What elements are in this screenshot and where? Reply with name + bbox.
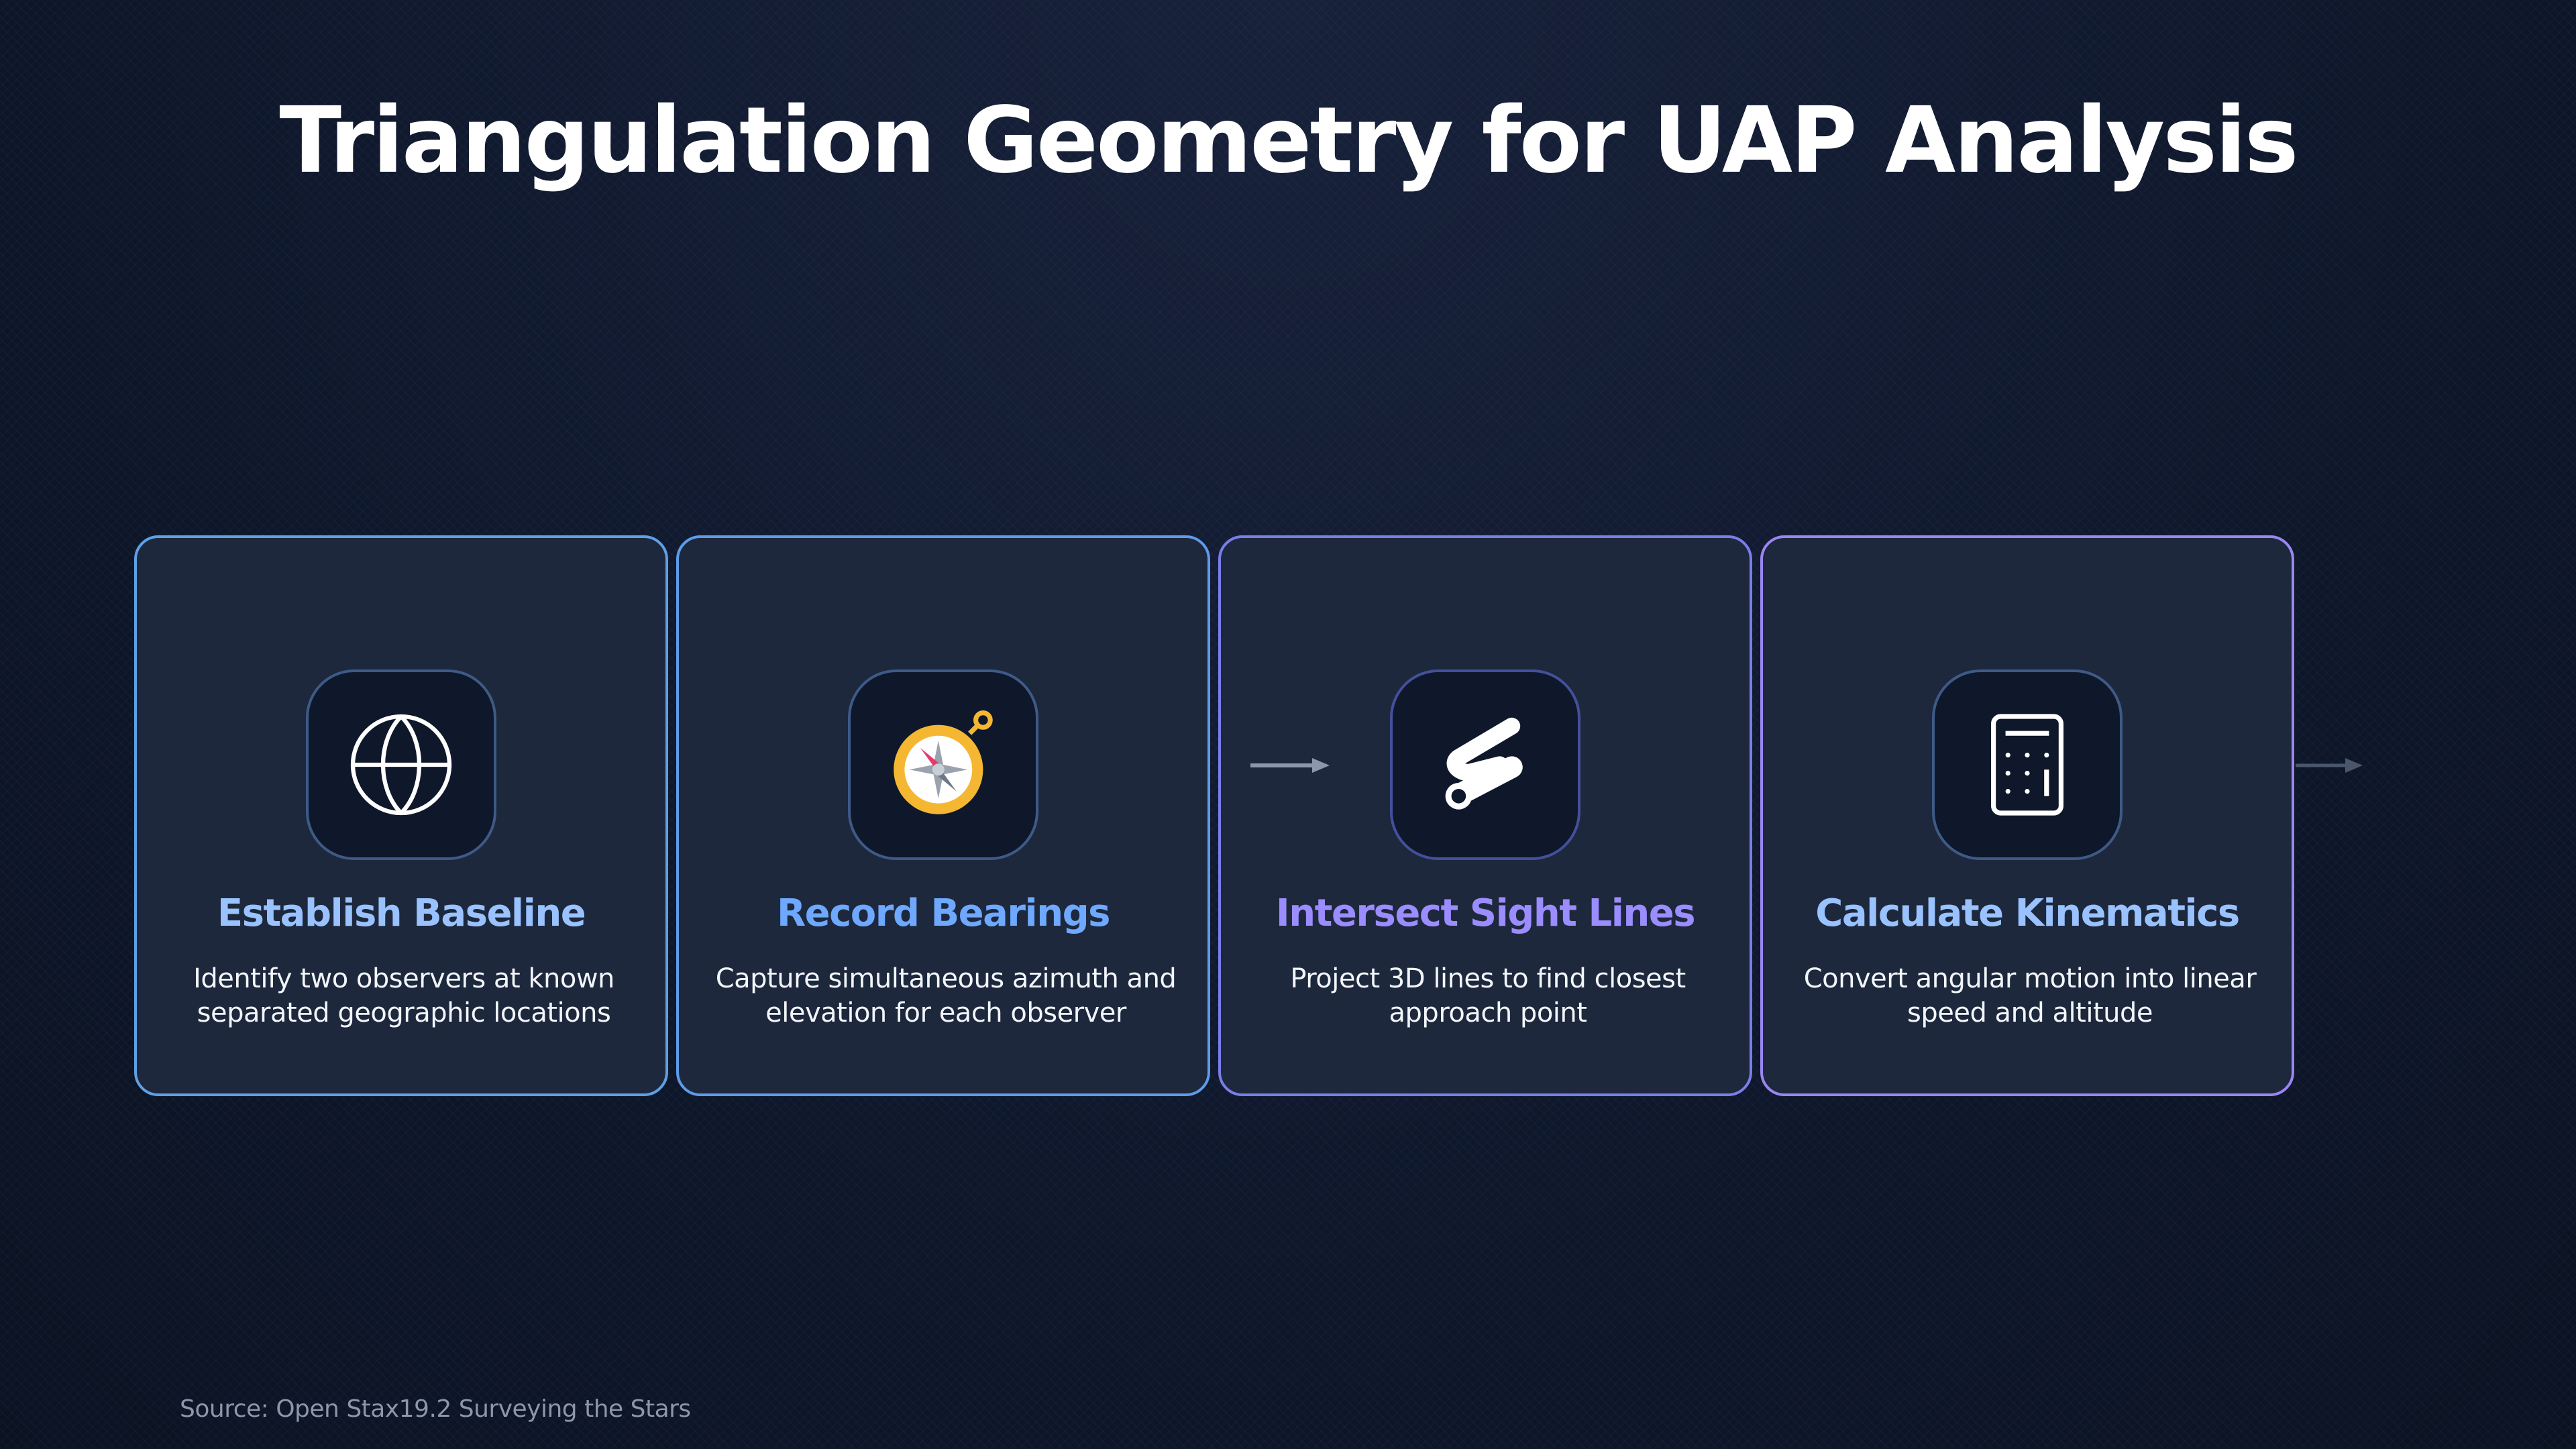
icon-tile: [306, 669, 496, 860]
icon-tile: [1932, 669, 2123, 860]
page-title: Triangulation Geometry for UAP Analysis: [279, 88, 2298, 194]
step-title: Establish Baseline: [217, 892, 586, 935]
step-card-record-bearings: Record Bearings Capture simultaneous azi…: [676, 535, 1210, 1096]
step-description: Convert angular motion into linear speed…: [1803, 963, 2257, 1028]
step-card-establish-baseline: Establish Baseline Identify two observer…: [134, 535, 668, 1096]
icon-tile: [848, 669, 1038, 860]
step-description: Identify two observers at known separate…: [193, 963, 614, 1028]
globe-icon: [350, 714, 452, 816]
compass-icon: [894, 710, 993, 814]
step-description: Project 3D lines to find closest approac…: [1290, 963, 1686, 1028]
step-title: Record Bearings: [776, 892, 1111, 935]
icon-tile: [1390, 669, 1580, 860]
step-description: Capture simultaneous azimuth and elevati…: [715, 963, 1177, 1028]
arrow-right-icon: [2296, 758, 2363, 773]
step-card-intersect-sight-lines: Intersect Sight Lines Project 3D lines t…: [1218, 535, 1752, 1096]
arrow-right-icon: [1250, 758, 1330, 773]
step-card-calculate-kinematics: Calculate Kinematics Convert angular mot…: [1760, 535, 2294, 1096]
step-title: Intersect Sight Lines: [1275, 892, 1696, 935]
source-caption: Source: Open Stax19.2 Surveying the Star…: [180, 1395, 691, 1423]
step-title: Calculate Kinematics: [1815, 892, 2240, 935]
pipe-icon: [1445, 717, 1523, 810]
calculator-icon: [1991, 714, 2063, 816]
